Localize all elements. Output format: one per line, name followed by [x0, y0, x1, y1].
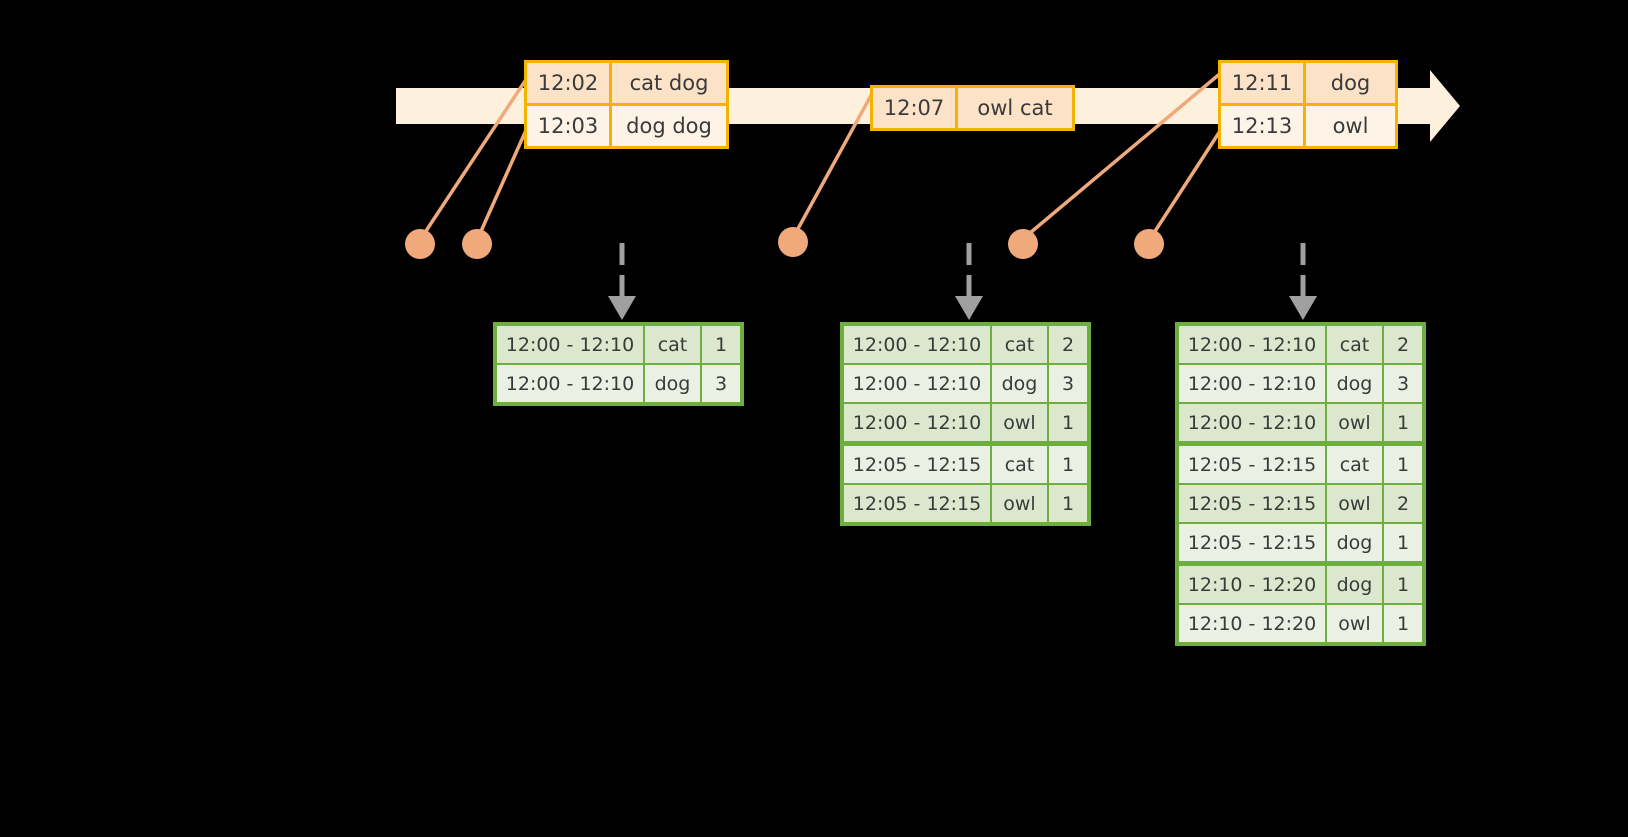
- cell-window: 12:00 - 12:10: [844, 365, 992, 402]
- cell-count: 1: [1396, 453, 1410, 476]
- cell-window: 12:05 - 12:15: [1179, 446, 1327, 483]
- table-row: 12:00 - 12:10 dog 3: [844, 363, 1087, 402]
- result-table-2: 12:00 - 12:10 cat 2 12:00 - 12:10 dog 3 …: [840, 322, 1091, 526]
- cell-word: cat: [1327, 326, 1384, 363]
- cell-count: 1: [1061, 453, 1075, 476]
- event-words: dog: [1330, 71, 1371, 95]
- table-row: 12:05 - 12:15 cat 1: [844, 441, 1087, 483]
- cell-word: owl: [1327, 605, 1384, 642]
- cell-word: owl: [992, 404, 1049, 441]
- cell-window: 12:00 - 12:10: [844, 404, 992, 441]
- event-box-3[interactable]: 12:11 dog 12:13 owl: [1218, 60, 1398, 149]
- event-dot-4: [1008, 229, 1038, 259]
- cell-word: owl: [1327, 485, 1384, 522]
- connector-line-5: [1148, 127, 1224, 240]
- event-time: 12:11: [1221, 63, 1306, 103]
- cell-word: dog: [992, 365, 1049, 402]
- cell-count: 2: [1396, 492, 1410, 515]
- event-row[interactable]: 12:07 owl cat: [873, 88, 1072, 128]
- result-table-3: 12:00 - 12:10 cat 2 12:00 - 12:10 dog 3 …: [1175, 322, 1426, 646]
- event-box-2[interactable]: 12:07 owl cat: [870, 85, 1075, 131]
- cell-count: 1: [1061, 492, 1075, 515]
- event-time: 12:02: [527, 63, 612, 103]
- cell-word: owl: [1327, 404, 1384, 441]
- cell-count: 2: [1061, 333, 1075, 356]
- cell-count: 1: [1396, 411, 1410, 434]
- table-row: 12:00 - 12:10 cat 2: [844, 326, 1087, 363]
- event-dot-5: [1134, 229, 1164, 259]
- event-words: dog dog: [626, 114, 712, 138]
- event-dot-1: [405, 229, 435, 259]
- cell-window: 12:05 - 12:15: [844, 446, 992, 483]
- event-time: 12:13: [1221, 106, 1306, 146]
- cell-count: 3: [714, 372, 728, 395]
- cell-word: cat: [992, 326, 1049, 363]
- connector-line-1: [420, 77, 529, 238]
- cell-count: 3: [1061, 372, 1075, 395]
- event-words: owl: [1332, 114, 1369, 138]
- cell-word: dog: [1327, 566, 1384, 603]
- table-row: 12:00 - 12:10 owl 1: [1179, 402, 1422, 441]
- table-row: 12:00 - 12:10 owl 1: [844, 402, 1087, 441]
- connector-line-2: [476, 127, 529, 239]
- table-row: 12:05 - 12:15 owl 2: [1179, 483, 1422, 522]
- cell-word: dog: [1327, 524, 1384, 561]
- table-row: 12:00 - 12:10 cat 1: [497, 326, 740, 363]
- cell-window: 12:10 - 12:20: [1179, 566, 1327, 603]
- cell-word: cat: [992, 446, 1049, 483]
- cell-count: 1: [1396, 531, 1410, 554]
- table-row: 12:00 - 12:10 dog 3: [497, 363, 740, 402]
- timeline-arrow-head: [1430, 70, 1460, 142]
- cell-count: 2: [1396, 333, 1410, 356]
- event-row[interactable]: 12:13 owl: [1221, 103, 1395, 146]
- cell-count: 1: [714, 333, 728, 356]
- event-row[interactable]: 12:03 dog dog: [527, 103, 726, 146]
- cell-window: 12:10 - 12:20: [1179, 605, 1327, 642]
- event-time: 12:07: [873, 88, 958, 128]
- cell-window: 12:00 - 12:10: [844, 326, 992, 363]
- dashed-arrow-1: [608, 243, 636, 320]
- connector-line-3: [792, 89, 876, 237]
- event-dot-2: [462, 229, 492, 259]
- table-row: 12:00 - 12:10 dog 3: [1179, 363, 1422, 402]
- table-row: 12:10 - 12:20 owl 1: [1179, 603, 1422, 642]
- table-row: 12:10 - 12:20 dog 1: [1179, 561, 1422, 603]
- table-row: 12:05 - 12:15 owl 1: [844, 483, 1087, 522]
- cell-count: 3: [1396, 372, 1410, 395]
- cell-window: 12:00 - 12:10: [497, 326, 645, 363]
- cell-count: 1: [1061, 411, 1075, 434]
- cell-count: 1: [1396, 573, 1410, 596]
- event-row[interactable]: 12:11 dog: [1221, 63, 1395, 103]
- event-box-1[interactable]: 12:02 cat dog 12:03 dog dog: [524, 60, 729, 149]
- cell-window: 12:05 - 12:15: [844, 485, 992, 522]
- event-row[interactable]: 12:02 cat dog: [527, 63, 726, 103]
- table-row: 12:05 - 12:15 dog 1: [1179, 522, 1422, 561]
- cell-window: 12:00 - 12:10: [1179, 365, 1327, 402]
- dashed-arrow-2: [955, 243, 983, 320]
- cell-word: owl: [992, 485, 1049, 522]
- event-words: owl cat: [977, 96, 1053, 120]
- event-dot-3: [778, 227, 808, 257]
- cell-word: cat: [1327, 446, 1384, 483]
- cell-count: 1: [1396, 612, 1410, 635]
- cell-window: 12:05 - 12:15: [1179, 485, 1327, 522]
- cell-window: 12:00 - 12:10: [1179, 404, 1327, 441]
- cell-window: 12:00 - 12:10: [497, 365, 645, 402]
- cell-window: 12:05 - 12:15: [1179, 524, 1327, 561]
- cell-word: dog: [1327, 365, 1384, 402]
- dashed-arrow-3: [1289, 243, 1317, 320]
- result-table-1: 12:00 - 12:10 cat 1 12:00 - 12:10 dog 3: [493, 322, 744, 406]
- cell-word: cat: [645, 326, 702, 363]
- table-row: 12:05 - 12:15 cat 1: [1179, 441, 1422, 483]
- cell-window: 12:00 - 12:10: [1179, 326, 1327, 363]
- event-words: cat dog: [629, 71, 709, 95]
- table-row: 12:00 - 12:10 cat 2: [1179, 326, 1422, 363]
- cell-word: dog: [645, 365, 702, 402]
- event-time: 12:03: [527, 106, 612, 146]
